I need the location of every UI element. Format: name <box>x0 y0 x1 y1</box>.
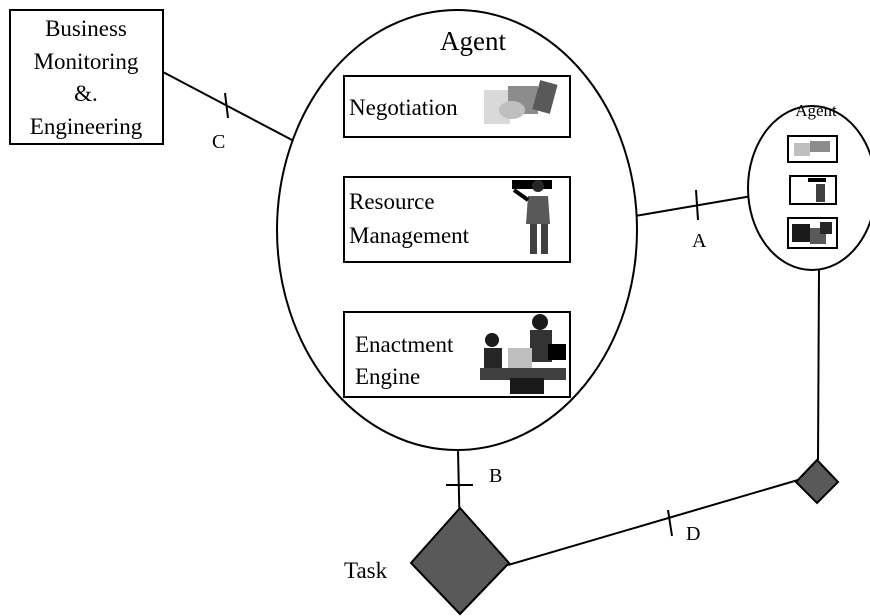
connector-label-d: D <box>686 523 700 545</box>
main-agent-title: Agent <box>440 26 506 56</box>
small-enactment-module <box>787 217 838 249</box>
meeting-icon <box>792 222 832 244</box>
main-agent: Agent Negotiation Resource Management <box>276 9 638 451</box>
tick-d <box>667 509 673 537</box>
handshake-icon <box>794 143 810 156</box>
presenter-icon <box>808 178 826 202</box>
enactment-label-line-2: Engine <box>355 364 420 389</box>
business-line-4: Engineering <box>30 114 143 139</box>
small-agent-title: Agent <box>795 101 837 120</box>
small-agent: Agent <box>747 101 870 271</box>
connector-label-b: B <box>489 465 502 487</box>
presenter-icon <box>512 180 552 254</box>
resource-label-line-1: Resource <box>349 189 435 214</box>
task-label: Task <box>344 558 388 583</box>
tick-c <box>224 92 229 119</box>
enactment-engine-module: Enactment Engine <box>343 311 571 398</box>
connector-label-c: C <box>212 131 225 153</box>
link-d <box>507 479 799 566</box>
negotiation-module: Negotiation <box>343 75 571 138</box>
small-resource-module <box>789 175 837 205</box>
business-monitoring-box: Business Monitoring &. Engineering <box>9 9 164 145</box>
small-negotiation-module <box>787 135 838 163</box>
handshake-icon <box>484 80 558 124</box>
link-a <box>634 195 753 217</box>
negotiation-label: Negotiation <box>349 95 458 120</box>
connector-label-a: A <box>692 230 707 252</box>
link-small-agent-diamond <box>817 269 820 461</box>
business-line-2: Monitoring <box>34 49 139 74</box>
tick-a <box>695 189 699 221</box>
small-agent-diamond <box>794 458 840 505</box>
business-line-3: &. <box>74 81 98 106</box>
resource-management-module: Resource Management <box>343 176 571 263</box>
task-diamond <box>409 506 511 616</box>
enactment-label-line-1: Enactment <box>355 332 454 357</box>
business-line-1: Business <box>45 16 127 41</box>
meeting-icon <box>480 314 566 394</box>
resource-label-line-2: Management <box>349 223 470 248</box>
